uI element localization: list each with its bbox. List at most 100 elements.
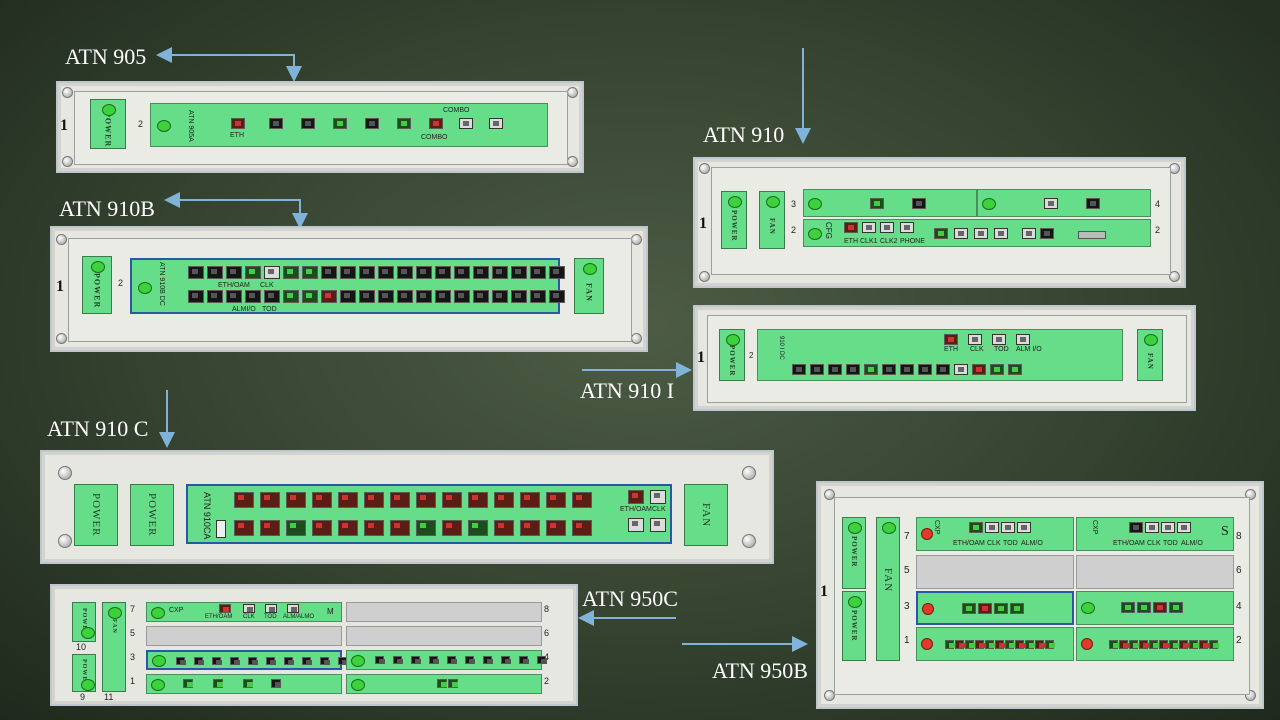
port[interactable] (429, 118, 443, 129)
port[interactable] (1209, 640, 1219, 649)
usb-port[interactable] (216, 520, 226, 538)
port[interactable] (546, 492, 566, 508)
port[interactable] (213, 679, 223, 688)
port[interactable] (1159, 640, 1169, 649)
port[interactable] (442, 520, 462, 536)
eth-port[interactable] (844, 222, 858, 233)
port[interactable] (454, 266, 470, 279)
atn950b-board-4[interactable] (1076, 591, 1234, 625)
port[interactable] (546, 520, 566, 536)
port[interactable] (338, 520, 358, 536)
atn950c-board-4[interactable] (346, 650, 547, 670)
port[interactable] (284, 657, 294, 665)
port[interactable] (995, 640, 1005, 649)
port[interactable] (447, 656, 457, 664)
port[interactable] (264, 266, 280, 279)
port[interactable] (978, 603, 992, 614)
port[interactable] (473, 290, 489, 303)
atn950c-cxp-board[interactable]: CXP ETH/OAM CLK TOD ALM/ALMO M (146, 602, 342, 622)
port[interactable] (364, 492, 384, 508)
port[interactable] (286, 520, 306, 536)
tod-port[interactable] (1161, 522, 1175, 533)
empty-slot-6[interactable] (346, 626, 542, 646)
clk1-port[interactable] (862, 222, 876, 233)
port[interactable] (435, 290, 451, 303)
port[interactable] (1109, 640, 1119, 649)
port[interactable] (378, 290, 394, 303)
port[interactable] (1169, 640, 1179, 649)
port[interactable] (188, 290, 204, 303)
atn950b-board-3[interactable] (916, 591, 1074, 625)
empty-slot-5[interactable] (916, 555, 1074, 589)
fan-module[interactable]: FAN (876, 517, 900, 661)
clk-port[interactable] (1145, 522, 1159, 533)
port[interactable] (962, 603, 976, 614)
port[interactable] (397, 266, 413, 279)
port[interactable] (226, 266, 242, 279)
port[interactable] (1044, 198, 1058, 209)
port[interactable] (468, 492, 488, 508)
port[interactable] (301, 118, 315, 129)
port[interactable] (1129, 640, 1139, 649)
port[interactable] (212, 657, 222, 665)
port[interactable] (492, 266, 508, 279)
port[interactable] (537, 656, 547, 664)
power-module[interactable]: POWER (90, 99, 126, 149)
port[interactable] (245, 266, 261, 279)
port[interactable] (260, 492, 280, 508)
port[interactable] (549, 290, 565, 303)
phone-port[interactable] (900, 222, 914, 233)
power-module-lower[interactable]: POWER (842, 591, 866, 661)
port[interactable] (936, 364, 950, 375)
power-module[interactable]: POWER (721, 191, 747, 249)
port[interactable] (994, 228, 1008, 239)
port[interactable] (846, 364, 860, 375)
port[interactable] (1179, 640, 1189, 649)
port[interactable] (965, 640, 975, 649)
port[interactable] (226, 290, 242, 303)
eth-oam-port[interactable] (969, 522, 983, 533)
tod-port[interactable] (992, 334, 1006, 345)
port[interactable] (511, 290, 527, 303)
port[interactable] (188, 266, 204, 279)
port[interactable] (429, 656, 439, 664)
serial-connector[interactable] (1078, 231, 1106, 239)
port[interactable] (572, 520, 592, 536)
port[interactable] (321, 266, 337, 279)
port[interactable] (390, 492, 410, 508)
port[interactable] (1121, 602, 1135, 613)
port[interactable] (416, 290, 432, 303)
port[interactable] (411, 656, 421, 664)
port[interactable] (320, 657, 330, 665)
port[interactable] (234, 520, 254, 536)
port[interactable] (1045, 640, 1055, 649)
port[interactable] (519, 656, 529, 664)
port[interactable] (1119, 640, 1129, 649)
port[interactable] (245, 290, 261, 303)
port[interactable] (520, 520, 540, 536)
port[interactable] (1008, 364, 1022, 375)
port[interactable] (1040, 228, 1054, 239)
atn950b-cxp-board-7[interactable]: CXP ETH/OAM CLK TOD ALM/O (916, 517, 1074, 551)
port[interactable] (1015, 640, 1025, 649)
atn950c-board-3[interactable] (146, 650, 348, 670)
port[interactable] (378, 266, 394, 279)
port[interactable] (511, 266, 527, 279)
atn910i-board[interactable]: 910 I DC ETH CLK TOD ALM I/O (757, 329, 1123, 381)
eth-oam-port[interactable] (1129, 522, 1143, 533)
port[interactable] (1025, 640, 1035, 649)
eth-oam-port[interactable] (219, 604, 231, 613)
port[interactable] (312, 520, 332, 536)
power-module[interactable]: POWER (82, 256, 112, 314)
port[interactable] (465, 656, 475, 664)
eth-oam-port[interactable] (628, 490, 644, 504)
atn910-board-slot4[interactable] (977, 189, 1151, 217)
port[interactable] (397, 118, 411, 129)
port[interactable] (302, 657, 312, 665)
port[interactable] (1022, 228, 1036, 239)
port[interactable] (994, 603, 1008, 614)
port[interactable] (494, 520, 514, 536)
port[interactable] (954, 364, 968, 375)
port[interactable] (454, 290, 470, 303)
port[interactable] (269, 118, 283, 129)
